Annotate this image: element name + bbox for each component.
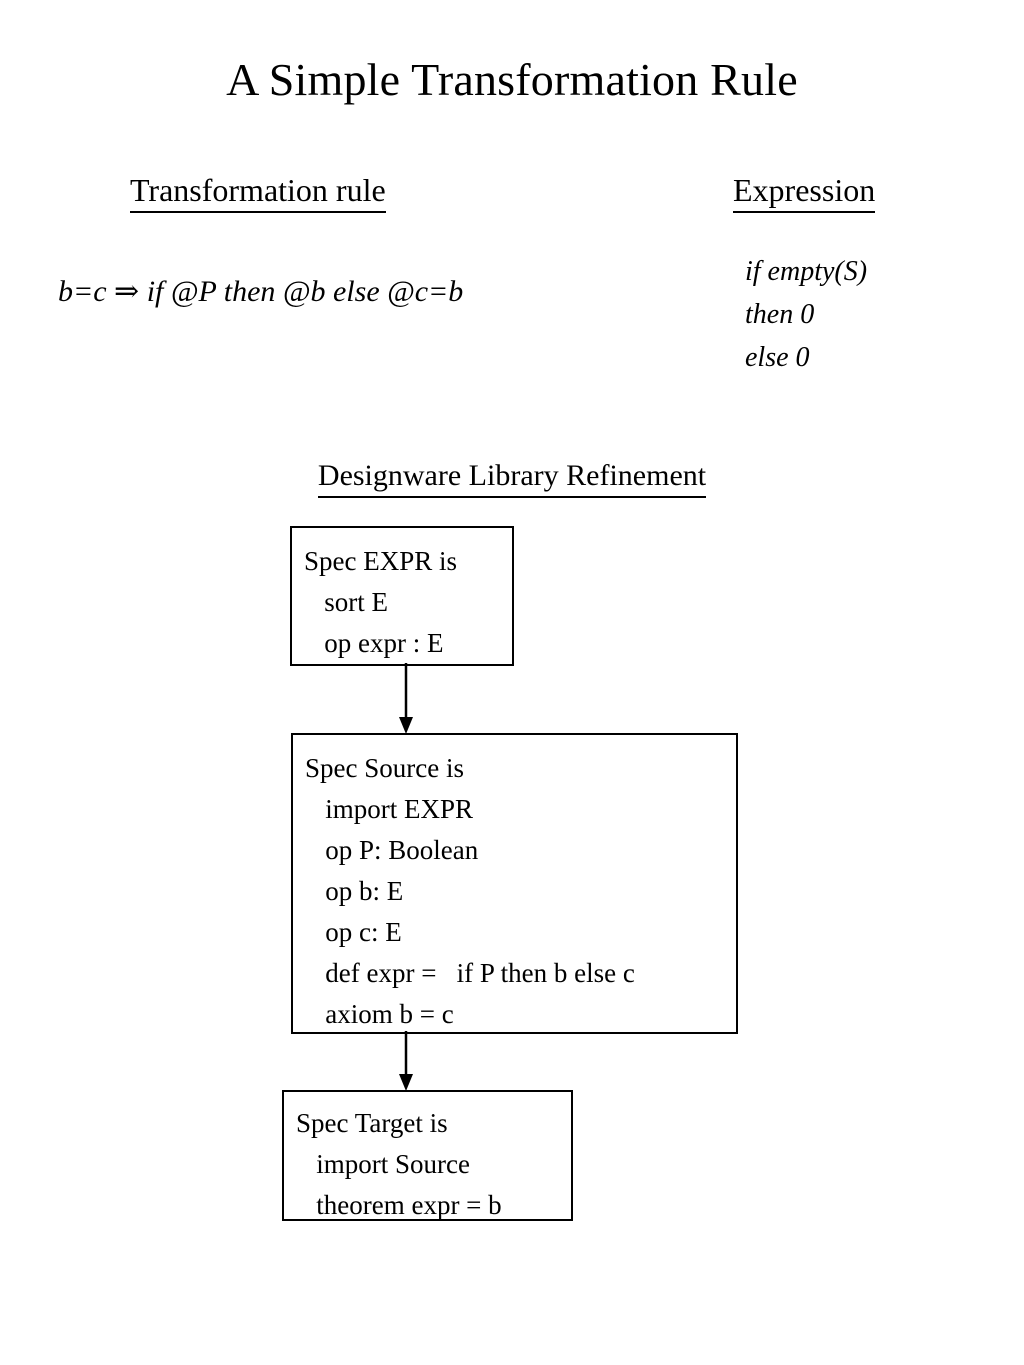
spec-line: Spec Source is: [305, 753, 464, 783]
spec-line: op P: Boolean: [305, 835, 479, 865]
spec-line: op expr : E: [304, 628, 444, 658]
arrow-source-to-target: [395, 1031, 417, 1092]
expression-line: if empty(S): [745, 256, 868, 287]
page-title: A Simple Transformation Rule: [226, 54, 798, 105]
heading-expression: Expression: [733, 170, 876, 213]
heading-expression-label: Expression: [733, 170, 876, 213]
spec-line: op b: E: [305, 876, 404, 906]
expression-line: then 0: [745, 299, 815, 330]
spec-line: Spec EXPR is: [304, 546, 458, 576]
spec-line: theorem expr = b: [296, 1190, 502, 1220]
heading-transformation-rule-label: Transformation rule: [130, 170, 386, 213]
spec-line: import Source: [296, 1149, 470, 1179]
spec-box-target: Spec Target is import Source theorem exp…: [282, 1090, 573, 1221]
expression-block: if empty(S) then 0 else 0: [745, 250, 867, 379]
expression-line: else 0: [745, 342, 810, 373]
spec-line: import EXPR: [305, 794, 474, 824]
heading-designware-library-refinement: Designware Library Refinement: [0, 457, 1024, 498]
spec-line: Spec Target is: [296, 1108, 448, 1138]
spec-line: def expr = if P then b else c: [305, 958, 635, 988]
arrow-expr-to-source: [395, 663, 417, 735]
heading-designware-label: Designware Library Refinement: [317, 457, 707, 498]
heading-transformation-rule: Transformation rule: [130, 170, 386, 213]
spec-line: sort E: [304, 587, 388, 617]
spec-line: axiom b = c: [305, 999, 454, 1029]
spec-box-expr: Spec EXPR is sort E op expr : E: [290, 526, 514, 666]
transformation-rule-formula: b=c ⇒ if @P then @b else @c=b: [58, 275, 464, 308]
spec-box-source: Spec Source is import EXPR op P: Boolean…: [291, 733, 738, 1034]
spec-line: op c: E: [305, 917, 402, 947]
